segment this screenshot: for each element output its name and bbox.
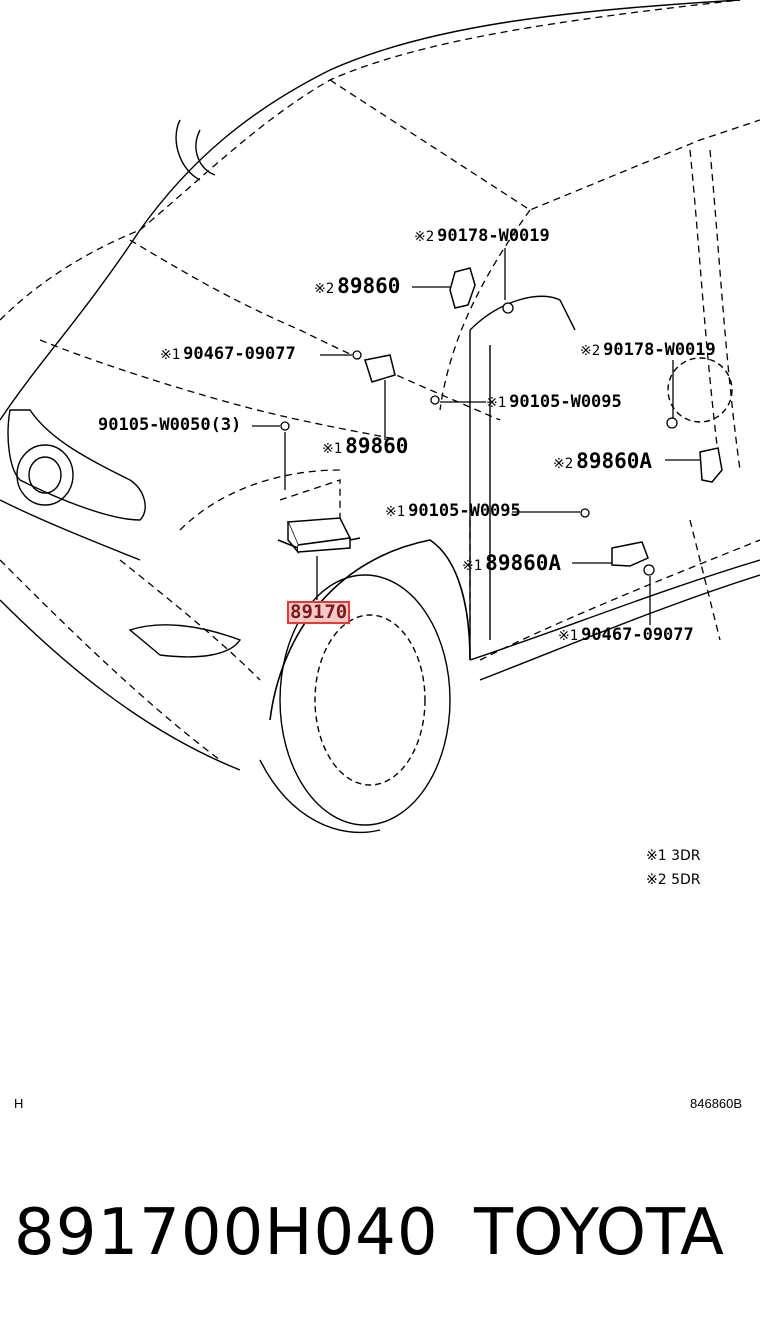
part-number: 89170 bbox=[290, 601, 348, 623]
note-mark: ※2 bbox=[580, 343, 601, 359]
footer-part-number: 891700H040 bbox=[14, 1196, 439, 1270]
note-mark: ※1 bbox=[462, 558, 483, 574]
legend-item-1: ※1 3DR bbox=[646, 848, 701, 864]
note-mark: ※1 bbox=[160, 347, 181, 363]
part-number: 90105-W0095 bbox=[408, 501, 521, 521]
part-number: 90467-09077 bbox=[581, 625, 694, 645]
note-mark: ※2 bbox=[553, 456, 574, 472]
corner-marker: H bbox=[14, 1096, 24, 1111]
note-mark: ※1 bbox=[385, 504, 406, 520]
part-number: 90178-W0019 bbox=[603, 340, 716, 360]
callout-90105-w0050: 90105-W0050(3) bbox=[98, 417, 241, 434]
callout-89170-highlighted[interactable]: 89170 bbox=[287, 601, 351, 624]
car-line-drawing bbox=[0, 0, 760, 834]
part-number: 89860A bbox=[485, 551, 562, 575]
legend-text: 5DR bbox=[671, 872, 701, 888]
part-number: 90105-W0095 bbox=[509, 392, 622, 412]
part-number: 89860 bbox=[337, 274, 401, 298]
note-mark: ※2 bbox=[414, 229, 435, 245]
part-number: 90178-W0019 bbox=[437, 226, 550, 246]
note-mark: ※2 bbox=[314, 281, 335, 297]
note-mark: ※1 bbox=[558, 628, 579, 644]
note-mark: ※1 bbox=[322, 441, 343, 457]
legend-mark: ※1 bbox=[646, 848, 667, 864]
diagram-code: 846860B bbox=[690, 1096, 743, 1111]
part-number: 89860 bbox=[345, 434, 409, 458]
part-number: 90467-09077 bbox=[183, 344, 296, 364]
part-number: 90105-W0050(3) bbox=[98, 415, 242, 435]
legend-mark: ※2 bbox=[646, 872, 667, 888]
legend-item-2: ※2 5DR bbox=[646, 872, 701, 888]
footer-brand: TOYOTA bbox=[474, 1196, 724, 1270]
note-mark: ※1 bbox=[486, 395, 507, 411]
part-number: 89860A bbox=[576, 449, 653, 473]
legend-text: 3DR bbox=[671, 848, 701, 864]
